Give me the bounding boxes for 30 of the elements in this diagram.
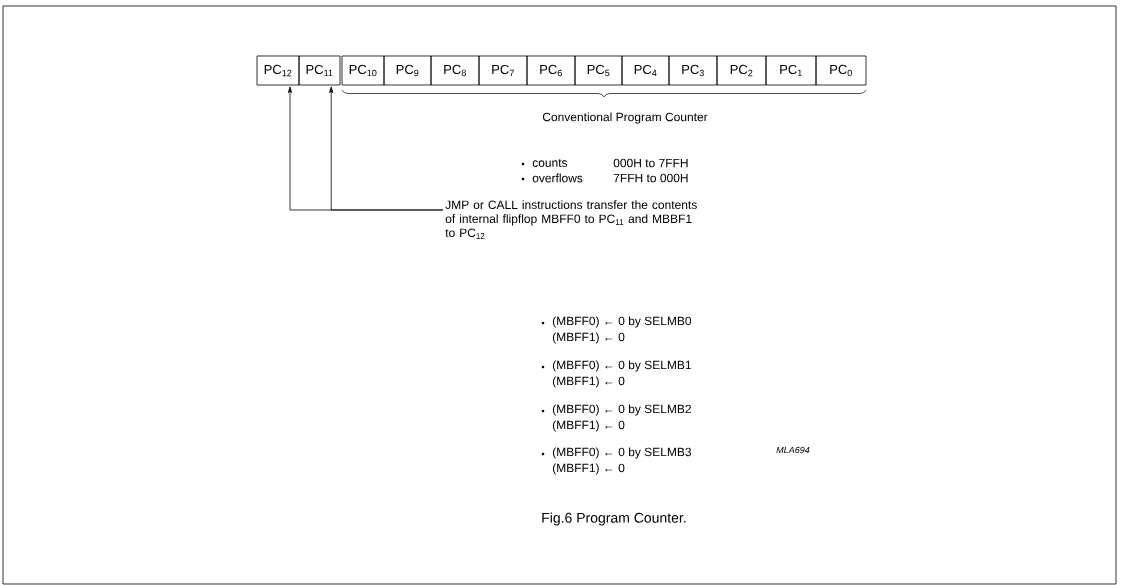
register-cell: PC$_{11}$ — [298, 55, 341, 86]
label-text: (MBFF1) ← 0 — [552, 420, 625, 432]
register-cell: PC$_{10}$ — [341, 55, 385, 86]
leader-line — [329, 86, 444, 211]
label-text: (MBFF0) ← 0 by SELMB3 — [552, 447, 692, 459]
register-cell: PC$_{6}$ — [526, 55, 576, 86]
register-cell: PC$_{8}$ — [430, 55, 480, 86]
label-text: (MBFF0) ← 0 by SELMB0 — [552, 316, 692, 328]
register-cell: PC$_{4}$ — [621, 55, 670, 86]
register-cell: PC$_{3}$ — [668, 55, 718, 86]
label-text: overflows — [532, 173, 583, 183]
label-text: (MBFF1) ← 0 — [552, 332, 625, 344]
label-text: Conventional Program Counter — [542, 112, 708, 124]
register-cell: PC$_{1}$ — [765, 55, 817, 86]
label-text: (MBFF0) ← 0 by SELMB1 — [552, 360, 691, 372]
register-cell: PC$_{9}$ — [383, 55, 432, 86]
label-text: (MBFF1) ← 0 — [552, 463, 625, 475]
register-cell: PC$_{0}$ — [815, 55, 867, 86]
register-cell: PC$_{12}$ — [256, 55, 300, 86]
caption: Fig.6 Program Counter. — [542, 512, 686, 526]
label-text: (MBFF0) ← 0 by SELMB2 — [552, 404, 691, 416]
register-cell: PC$_{2}$ — [716, 55, 767, 86]
note-text: JMP or CALL instructions transfer the contents of internal flipflop MBFF0 to PC$_{11}$ and MBBF1 to PC$_{12}$ — [445, 200, 697, 239]
label-text: MLA694 — [776, 446, 810, 454]
label-text: 000H to 7FFH — [613, 158, 688, 168]
label-text: 7FFH to 000H — [613, 173, 688, 183]
register-cell: PC$_{7}$ — [478, 55, 528, 86]
label-text: counts — [532, 159, 568, 167]
label-text: (MBFF1) ← 0 — [552, 376, 625, 388]
register-cell: PC$_{5}$ — [574, 55, 623, 86]
